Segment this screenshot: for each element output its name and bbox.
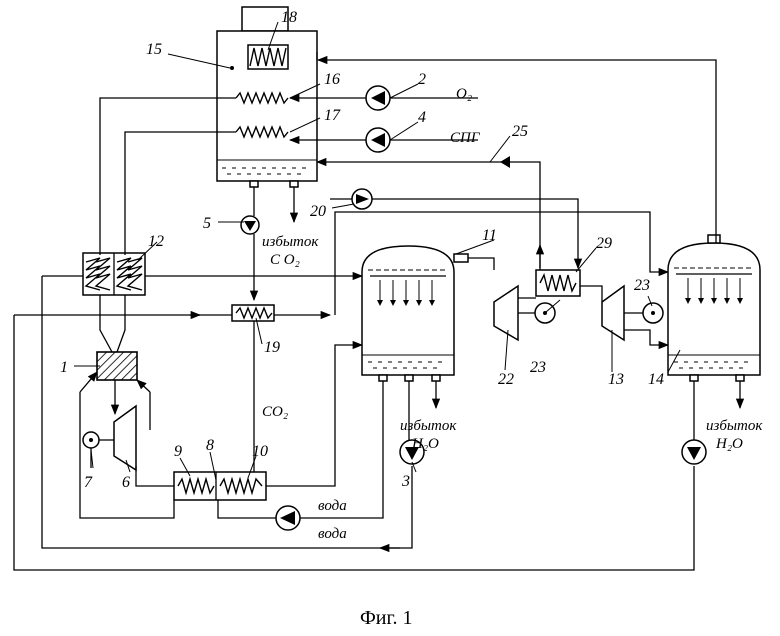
reactor-1 — [97, 352, 137, 380]
heat-exchanger-12 — [83, 253, 145, 295]
label-4: 4 — [418, 109, 426, 126]
label-19: 19 — [264, 339, 280, 356]
heat-exchanger-29 — [536, 270, 580, 296]
label-9: 9 — [174, 443, 182, 460]
figure-caption: Фиг. 1 — [360, 607, 412, 629]
vessel-11 — [362, 246, 468, 381]
label-17: 17 — [324, 107, 341, 124]
pump-20 — [352, 189, 372, 209]
label-3: 3 — [401, 473, 410, 490]
pump-right — [682, 440, 706, 464]
label-excess-h2o-left: избыток — [400, 418, 457, 434]
label-h2o-right: H₂O — [715, 436, 743, 452]
label-29: 29 — [596, 235, 612, 252]
label-12: 12 — [148, 233, 164, 250]
label-1: 1 — [60, 359, 68, 376]
heat-exchanger-8 — [174, 472, 266, 500]
label-20: 20 — [310, 203, 326, 220]
heat-exchanger-19 — [232, 305, 274, 321]
label-water-bottom: вода — [318, 526, 347, 542]
label-23-left: 23 — [530, 359, 546, 376]
label-7: 7 — [84, 474, 93, 491]
label-18: 18 — [281, 9, 297, 26]
label-23-right: 23 — [634, 277, 650, 294]
turbine-13 — [602, 286, 663, 340]
label-5: 5 — [203, 215, 211, 232]
pump-2 — [366, 86, 390, 110]
pump-water — [276, 506, 300, 530]
pump-4 — [366, 128, 390, 152]
label-25: 25 — [512, 123, 528, 140]
label-6: 6 — [122, 474, 130, 491]
label-co2-excess: C O₂ — [270, 252, 300, 268]
label-spg: СПГ — [450, 130, 481, 146]
label-10: 10 — [252, 443, 268, 460]
label-h2o-left: H₂O — [411, 436, 439, 452]
label-13: 13 — [608, 371, 624, 388]
label-co2: CO₂ — [262, 404, 288, 420]
label-15: 15 — [146, 41, 162, 58]
label-22: 22 — [498, 371, 514, 388]
vessel-14 — [668, 235, 760, 381]
turbine-6 — [83, 406, 136, 470]
label-14: 14 — [648, 371, 664, 388]
label-2: 2 — [418, 71, 426, 88]
label-16: 16 — [324, 71, 340, 88]
label-8: 8 — [206, 437, 214, 454]
label-11: 11 — [482, 227, 497, 244]
label-water-top: вода — [318, 498, 347, 514]
label-excess-h2o-right: избыток — [706, 418, 763, 434]
label-excess-co2-top: избыток — [262, 234, 319, 250]
pump-5 — [241, 216, 259, 234]
label-o2: O₂ — [456, 86, 472, 102]
vessel-15 — [217, 7, 317, 187]
